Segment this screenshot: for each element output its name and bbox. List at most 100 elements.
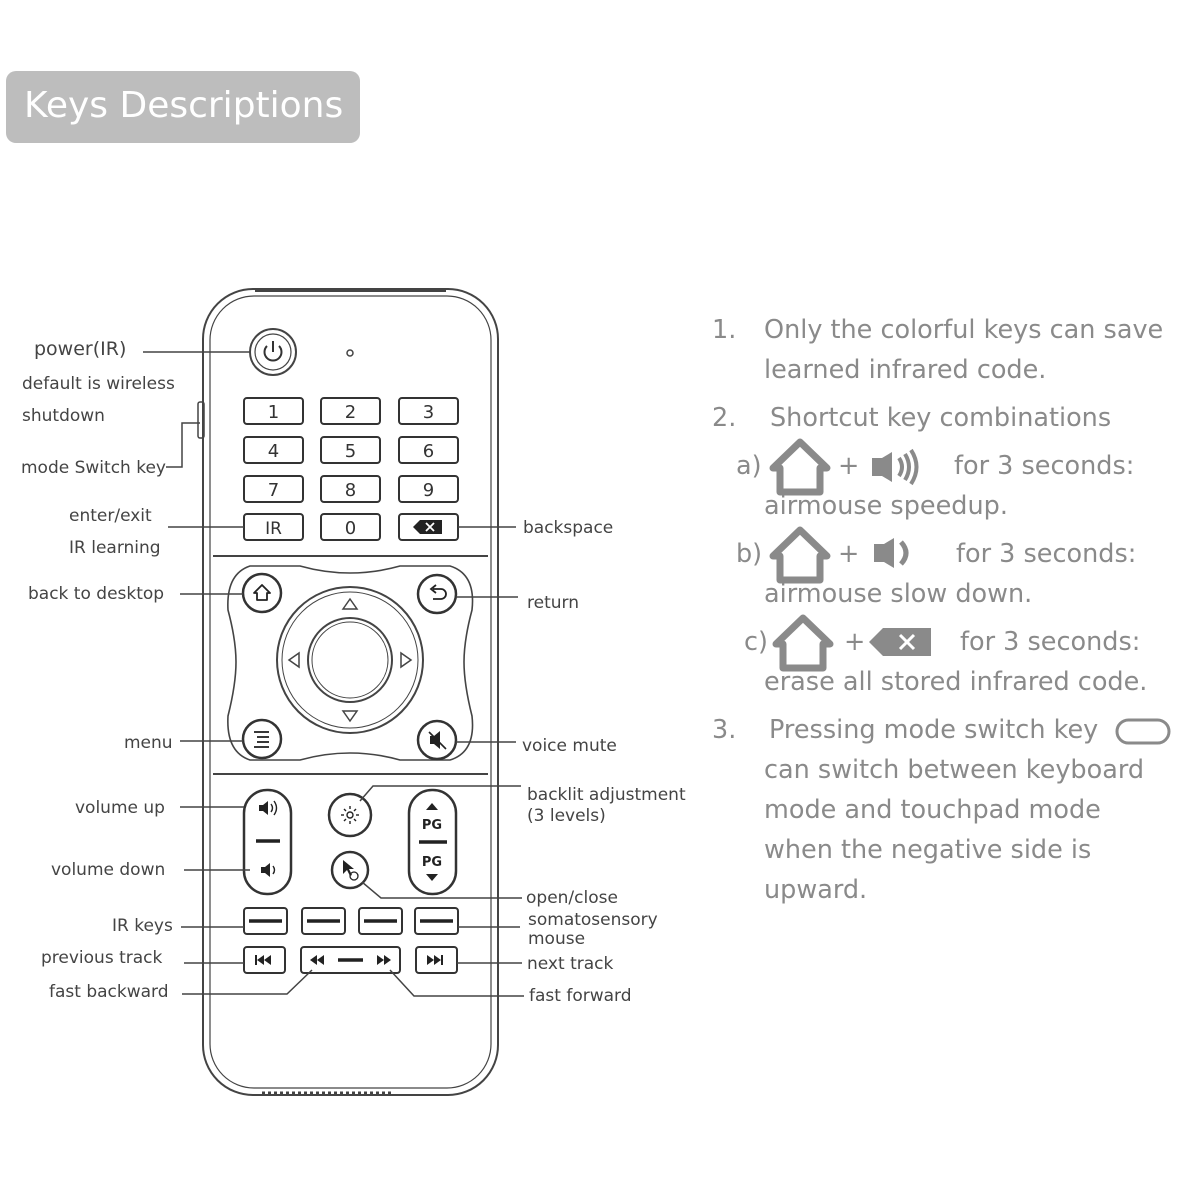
note-c-backspace-icon: [869, 628, 931, 656]
ir-key-2[interactable]: [301, 907, 346, 935]
power-button[interactable]: [249, 328, 297, 376]
prev-track-button[interactable]: [243, 946, 286, 974]
svg-text:IR: IR: [265, 519, 282, 539]
mute-button[interactable]: [416, 719, 458, 761]
page-up-label: PG: [422, 818, 442, 833]
key-4[interactable]: 4: [243, 436, 304, 464]
key-backspace[interactable]: [398, 513, 459, 541]
menu-button[interactable]: [241, 718, 283, 760]
dpad-up-arrow[interactable]: [341, 597, 359, 610]
label-fast-backward: fast backward: [49, 982, 169, 1002]
return-icon: [429, 584, 447, 600]
svg-text:7: 7: [268, 480, 279, 501]
note-b-volume-down-icon: [874, 538, 909, 568]
backlight-button[interactable]: [327, 792, 373, 838]
title-banner: Keys Descriptions: [6, 71, 360, 143]
svg-text:2: 2: [345, 402, 356, 423]
note-3-line-2: can switch between keyboard: [764, 755, 1145, 785]
dpad[interactable]: [276, 586, 424, 734]
key-0[interactable]: 0: [320, 513, 381, 541]
label-backlit-2: (3 levels): [527, 806, 606, 826]
svg-text:5: 5: [345, 441, 356, 462]
volume-up-icon[interactable]: [259, 800, 278, 816]
volume-down-icon[interactable]: [261, 863, 276, 877]
label-open-close-1: open/close: [526, 888, 618, 908]
label-return: return: [527, 593, 579, 613]
key-9[interactable]: 9: [398, 475, 459, 503]
note-b-label: b): [736, 539, 763, 569]
label-open-close-2: somatosensory: [528, 910, 658, 930]
note-3-line-1: Pressing mode switch key: [769, 715, 1099, 745]
note-3-number: 3.: [712, 715, 737, 745]
note-c-label: c): [744, 627, 768, 657]
note-b-for: for 3 seconds:: [956, 539, 1137, 569]
svg-text:9: 9: [423, 480, 434, 501]
label-mode-switch: mode Switch key: [21, 458, 166, 478]
page-up-icon[interactable]: [426, 803, 438, 810]
dpad-right-arrow[interactable]: [400, 651, 413, 669]
note-c-desc: erase all stored infrared code.: [764, 667, 1148, 697]
instructions: 1.Only the colorful keys can save learne…: [712, 310, 1177, 910]
note-3-line-3: mode and touchpad mode: [764, 795, 1101, 825]
note-2-number: 2.: [712, 403, 737, 433]
volume-rocker[interactable]: [242, 788, 293, 896]
page-title: Keys Descriptions: [24, 85, 344, 126]
mouse-icon: [343, 860, 359, 881]
key-3[interactable]: 3: [398, 397, 459, 425]
svg-text:8: 8: [345, 480, 356, 501]
ir-key-4[interactable]: [414, 907, 459, 935]
note-b-plus: +: [838, 539, 860, 569]
home-icon: [253, 584, 271, 601]
key-7[interactable]: 7: [243, 475, 304, 503]
svg-text:3: 3: [423, 402, 434, 423]
note-1-line-1: Only the colorful keys can save: [764, 315, 1164, 345]
air-mouse-button[interactable]: [330, 850, 370, 890]
next-track-button[interactable]: [415, 946, 458, 974]
key-8[interactable]: 8: [320, 475, 381, 503]
ir-key-3[interactable]: [358, 907, 403, 935]
key-2[interactable]: 2: [320, 397, 381, 425]
rewind-icon: [310, 955, 324, 965]
label-ir-keys: IR keys: [112, 916, 173, 936]
label-back-to-desktop: back to desktop: [28, 584, 165, 604]
label-enter-exit: enter/exit: [69, 506, 152, 526]
previous-track-icon: [255, 955, 271, 965]
number-keypad: 1 2 3 4 5 6 7 8 9 IR 0: [243, 397, 459, 541]
label-previous-track: previous track: [41, 948, 163, 968]
note-a-desc: airmouse speedup.: [764, 491, 1008, 521]
label-backspace: backspace: [523, 518, 614, 538]
fast-forward-icon: [377, 955, 391, 965]
page-rocker[interactable]: PG PG: [407, 788, 458, 896]
svg-text:1: 1: [268, 402, 279, 423]
note-c-for: for 3 seconds:: [960, 627, 1141, 657]
rewind-forward-rocker[interactable]: [300, 946, 401, 974]
dpad-down-arrow[interactable]: [341, 710, 359, 723]
ok-button[interactable]: [307, 617, 393, 703]
page-down-icon[interactable]: [426, 874, 438, 881]
remote-body: [197, 288, 499, 1096]
note-a-for: for 3 seconds:: [954, 451, 1135, 481]
note-c-plus: +: [844, 627, 866, 657]
note-a-volume-up-icon: [872, 448, 919, 486]
note-3-line-4: when the negative side is: [764, 835, 1092, 865]
dpad-left-arrow[interactable]: [287, 651, 300, 669]
key-5[interactable]: 5: [320, 436, 381, 464]
home-button[interactable]: [241, 572, 283, 614]
label-power-desc2: shutdown: [22, 406, 105, 426]
note-1-number: 1.: [712, 315, 737, 345]
ir-key-1[interactable]: [243, 907, 288, 935]
indicator-led: [346, 349, 354, 357]
label-open-close-3: mouse: [528, 929, 586, 949]
label-power: power(IR): [34, 338, 127, 360]
return-button[interactable]: [416, 573, 458, 615]
key-ir[interactable]: IR: [243, 513, 304, 541]
mute-icon: [428, 731, 447, 750]
nav-ring: [227, 565, 474, 761]
key-1[interactable]: 1: [243, 397, 304, 425]
label-fast-forward: fast forward: [529, 986, 632, 1006]
menu-icon: [254, 731, 269, 748]
page-down-label: PG: [422, 855, 442, 870]
key-6[interactable]: 6: [398, 436, 459, 464]
label-volume-down: volume down: [51, 860, 166, 880]
